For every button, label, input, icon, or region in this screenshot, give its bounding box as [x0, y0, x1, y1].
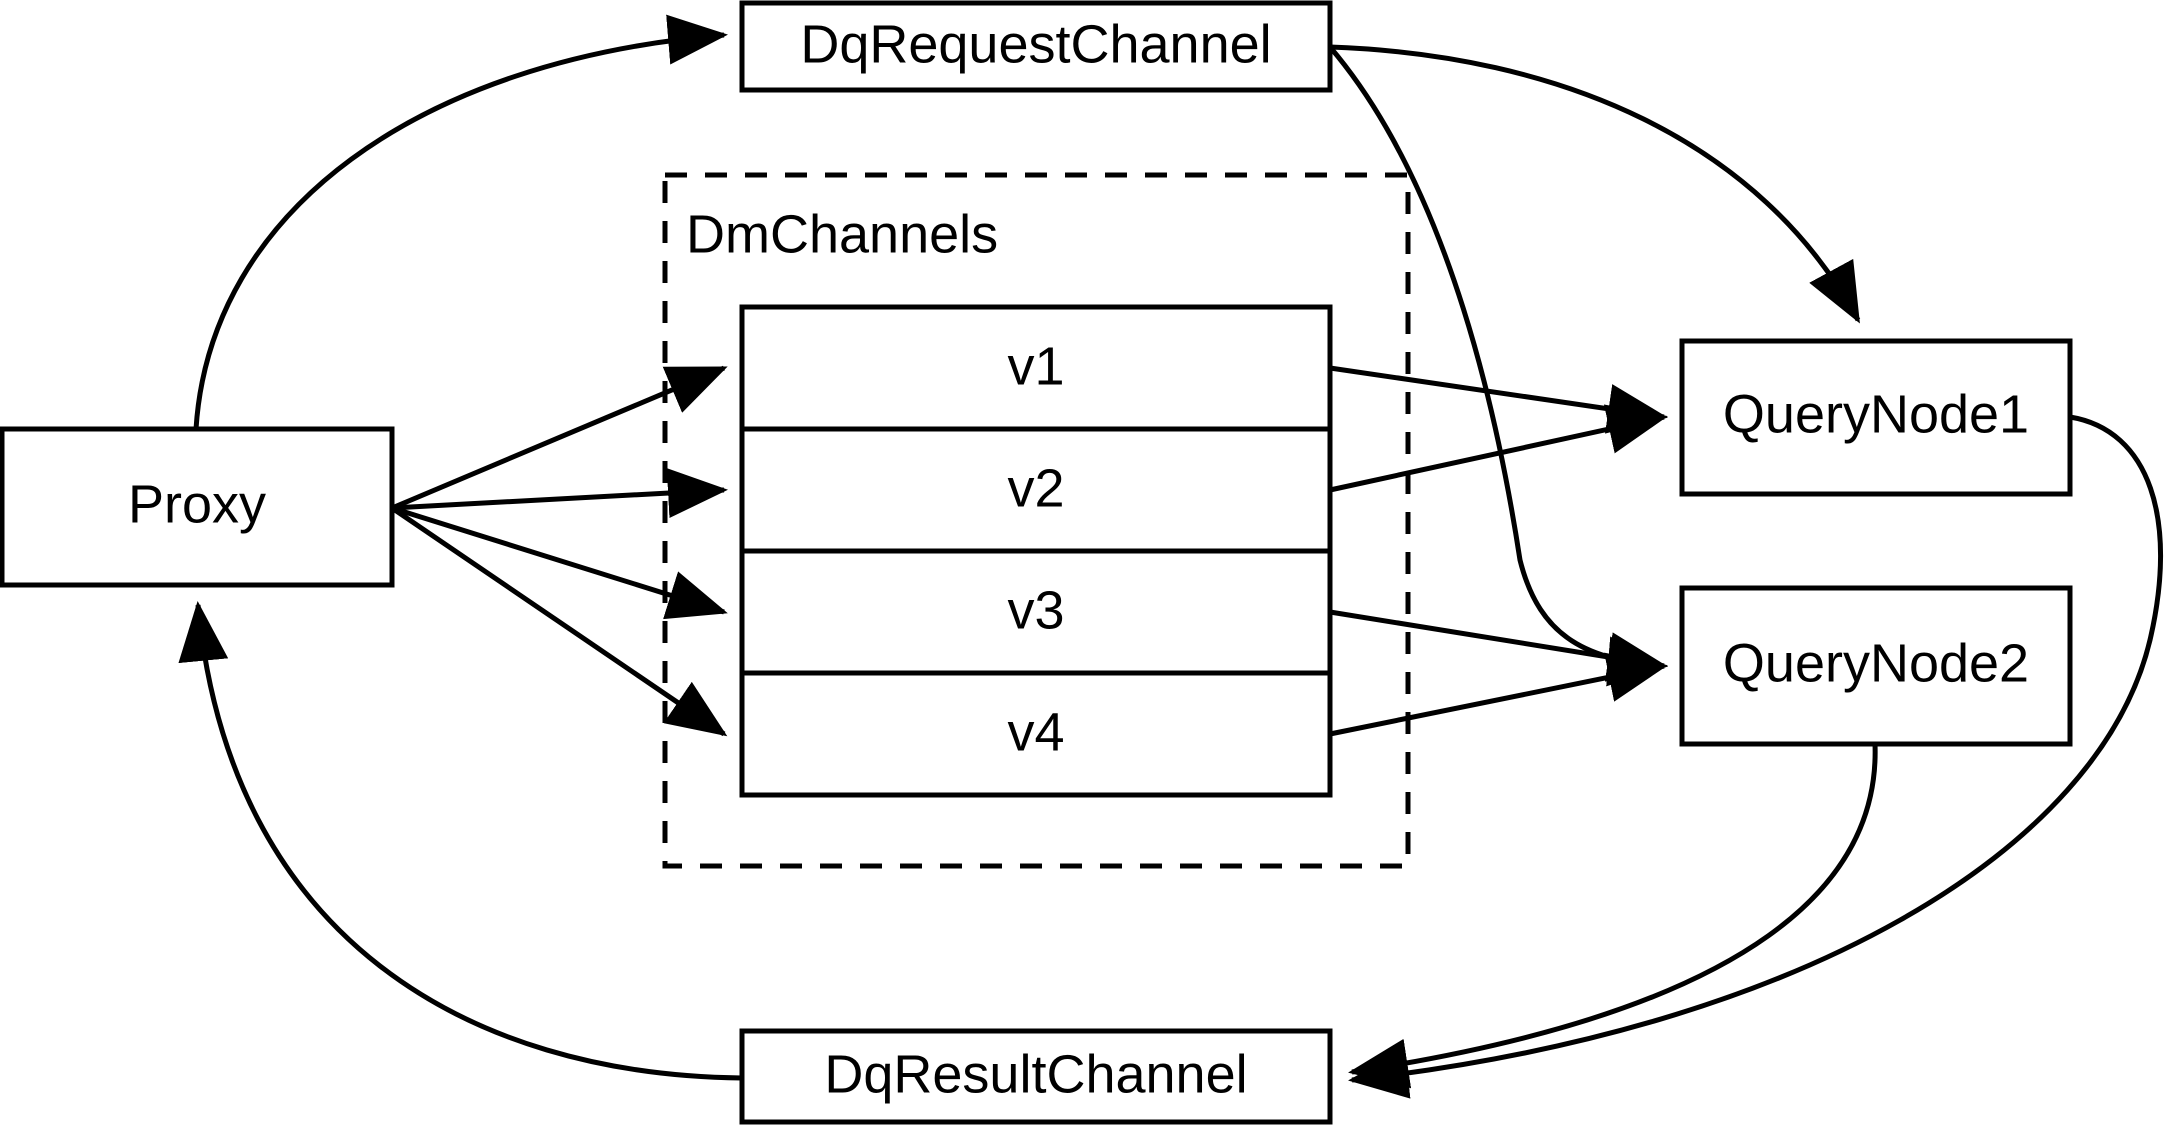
query-node-2-label: QueryNode2	[1723, 633, 2029, 693]
dm-channels-label: DmChannels	[686, 204, 998, 264]
dq-request-channel-label: DqRequestChannel	[800, 14, 1271, 74]
edge-v2-to-query-node-1	[1329, 404, 1668, 493]
channel-row-v4[interactable]: v4	[1007, 702, 1064, 762]
proxy-label: Proxy	[128, 474, 266, 534]
edge-proxy-to-v1	[391, 365, 728, 511]
node-query-node-1[interactable]: QueryNode1	[1679, 338, 2073, 497]
proxy-box[interactable]	[0, 426, 395, 588]
edge-v1-to-query-node-1	[1329, 365, 1668, 434]
edge-dq-result-channel-to-proxy	[178, 601, 743, 1081]
node-proxy[interactable]: Proxy	[0, 426, 395, 588]
dm-channels-group: DmChannels	[662, 172, 1411, 869]
query-node-1-label: QueryNode1	[1723, 384, 2029, 444]
node-dq-result-channel[interactable]: DqResultChannel	[739, 1028, 1333, 1125]
edge-query-node-2-to-dq-result-channel	[1348, 743, 1878, 1089]
channel-row-v3[interactable]: v3	[1007, 580, 1064, 640]
edge-query-node-1-to-dq-result-channel	[1348, 414, 2163, 1099]
query-node-1-box[interactable]	[1679, 338, 2073, 497]
edge-v3-to-query-node-2	[1329, 609, 1668, 682]
edge-dq-request-channel-to-query-node-2	[1328, 45, 1668, 687]
query-node-2-box[interactable]	[1679, 585, 2073, 747]
dq-result-channel-box[interactable]	[739, 1028, 1333, 1125]
node-query-node-2[interactable]: QueryNode2	[1679, 585, 2073, 747]
node-dq-request-channel[interactable]: DqRequestChannel	[739, 0, 1333, 93]
dq-result-channel-label: DqResultChannel	[824, 1044, 1247, 1104]
edge-proxy-to-v2	[391, 468, 728, 518]
channel-row-v2[interactable]: v2	[1007, 458, 1064, 518]
edge-proxy-to-v3	[391, 505, 728, 620]
edge-proxy-to-dq-request-channel	[193, 14, 728, 430]
edge-proxy-to-v4	[390, 505, 728, 737]
dm-channels-table: v1 v2 v3 v4	[739, 304, 1333, 798]
channel-row-v1[interactable]: v1	[1007, 336, 1064, 396]
edge-dq-request-channel-to-query-node-1	[1329, 44, 1861, 324]
dq-request-channel-box[interactable]	[739, 0, 1333, 93]
edge-v4-to-query-node-2	[1329, 652, 1668, 737]
dm-channels-border	[662, 172, 1411, 869]
